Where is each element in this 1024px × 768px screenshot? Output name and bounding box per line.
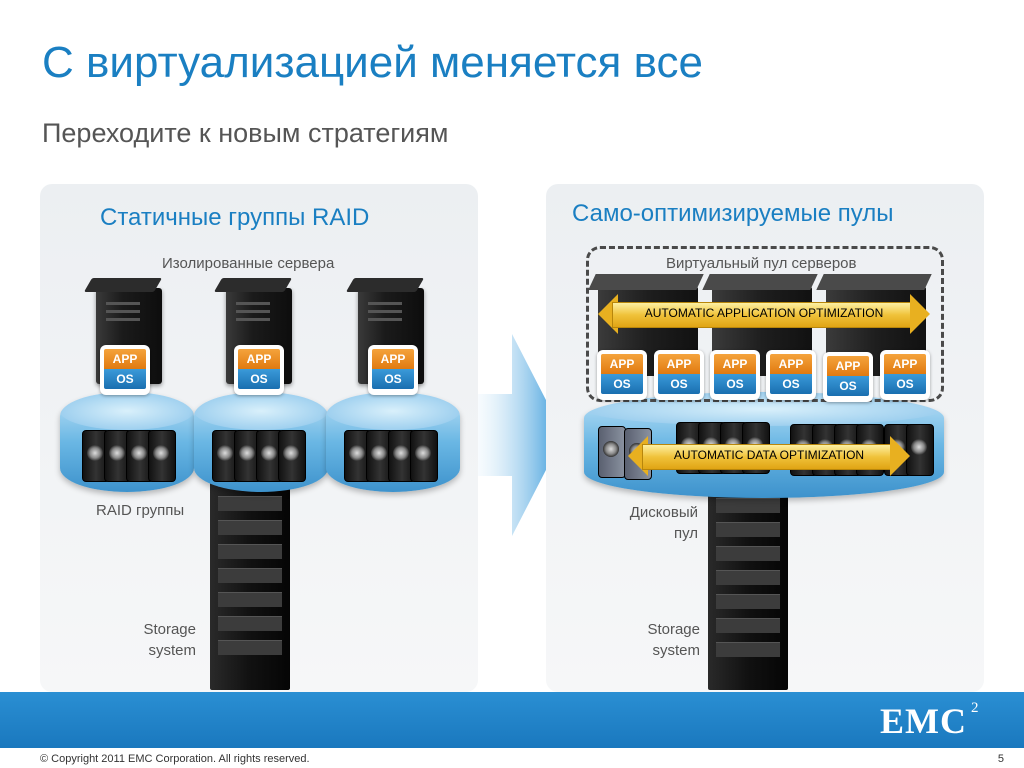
application-optimization-arrow: AUTOMATIC APPLICATION OPTIMIZATION [598, 294, 930, 334]
slide-title: С виртуализацией меняется все [42, 38, 703, 87]
copyright-text: © Copyright 2011 EMC Corporation. All ri… [40, 753, 310, 765]
transition-arrow-icon [478, 334, 564, 536]
page-number: 5 [997, 753, 1004, 765]
right-panel-title: Само-оптимизируемые пулы [572, 200, 894, 227]
raid-group-1 [60, 392, 194, 492]
virtual-server-pool-region [586, 246, 944, 402]
footer-band [0, 692, 1024, 748]
storage-system-right [708, 478, 788, 690]
data-optimization-arrow: AUTOMATIC DATA OPTIMIZATION [628, 436, 910, 476]
raid-groups-label: RAID группы [96, 502, 185, 519]
left-panel-title: Статичные группы RAID [100, 204, 370, 231]
raid-group-3 [326, 392, 460, 492]
virtual-servers-label: Виртуальный пул серверов [666, 255, 857, 272]
emc-logo: EMC [880, 701, 967, 741]
isolated-servers-label: Изолированные сервера [162, 255, 335, 272]
slide-subtitle: Переходите к новым стратегиям [42, 118, 449, 148]
raid-group-2 [194, 392, 328, 492]
emc-logo-superscript: 2 [971, 700, 979, 716]
